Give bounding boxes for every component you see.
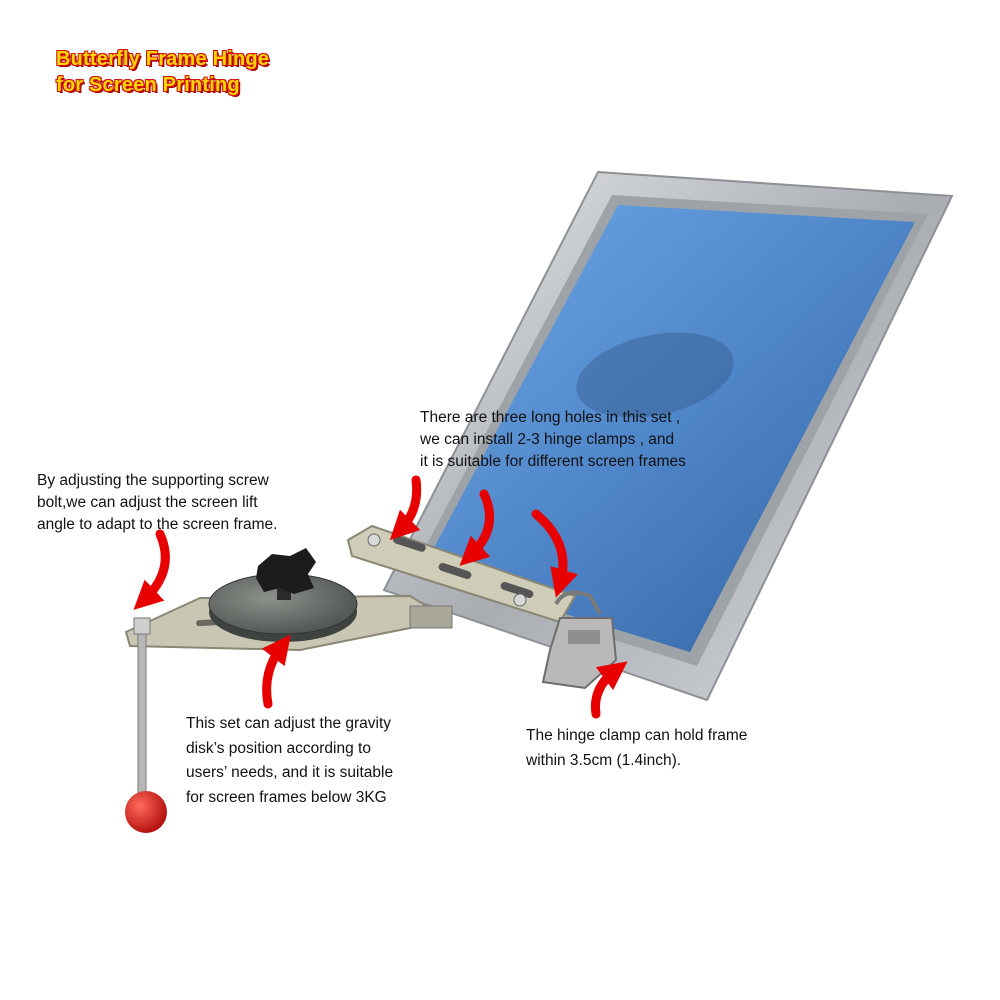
holes-line-3: it is suitable for different screen fram… — [420, 453, 686, 470]
holes-line-1: There are three long holes in this set , — [420, 409, 681, 426]
long-hole-3 — [500, 581, 534, 599]
gravity-line-2: disk’s position according to — [186, 739, 371, 757]
annotation-support-screw: By adjusting the supporting screw bolt,w… — [37, 470, 277, 536]
clamp-line-2: within 3.5cm (1.4inch). — [526, 751, 682, 769]
screw-line-3: angle to adapt to the screen frame. — [37, 516, 278, 533]
gravity-disk — [208, 548, 358, 642]
annotation-arrows — [133, 475, 628, 719]
annotation-hinge-clamp: The hinge clamp can hold frame within 3.… — [526, 724, 747, 773]
screen-frame — [382, 170, 954, 702]
title-line-1: Butterfly Frame Hinge — [56, 48, 270, 70]
arrow-clamp-icon — [590, 661, 628, 719]
screw-line-1: By adjusting the supporting screw — [37, 472, 269, 489]
clamp-line-1: The hinge clamp can hold frame — [526, 727, 748, 744]
annotation-long-holes: There are three long holes in this set ,… — [420, 407, 686, 473]
arrow-gravity-icon — [261, 634, 291, 709]
hinge-arm — [346, 524, 577, 624]
mesh-area — [422, 205, 915, 652]
red-ball-handle — [125, 791, 167, 833]
arrow-hole-1-icon — [389, 475, 422, 541]
screw-line-2: bolt,we can adjust the screen lift — [37, 494, 258, 511]
support-bolt — [125, 617, 167, 833]
gravity-line-3: users’ needs, and it is suitable — [186, 764, 394, 781]
product-title: Butterfly Frame Hinge for Screen Printin… — [56, 46, 269, 98]
arrow-screw-icon — [133, 529, 170, 610]
holes-line-2: we can install 2-3 hinge clamps , and — [420, 431, 675, 448]
gravity-line-4: for screen frames below 3KG — [186, 788, 387, 806]
title-line-2: for Screen Printing — [56, 74, 240, 96]
gravity-line-1: This set can adjust the gravity — [186, 715, 392, 732]
annotation-gravity-disk: This set can adjust the gravity disk’s p… — [186, 712, 393, 810]
arrow-hole-2-icon — [459, 489, 495, 566]
arrow-hole-3-icon — [531, 509, 578, 598]
knob-icon — [256, 548, 316, 594]
long-hole-2 — [438, 562, 472, 580]
